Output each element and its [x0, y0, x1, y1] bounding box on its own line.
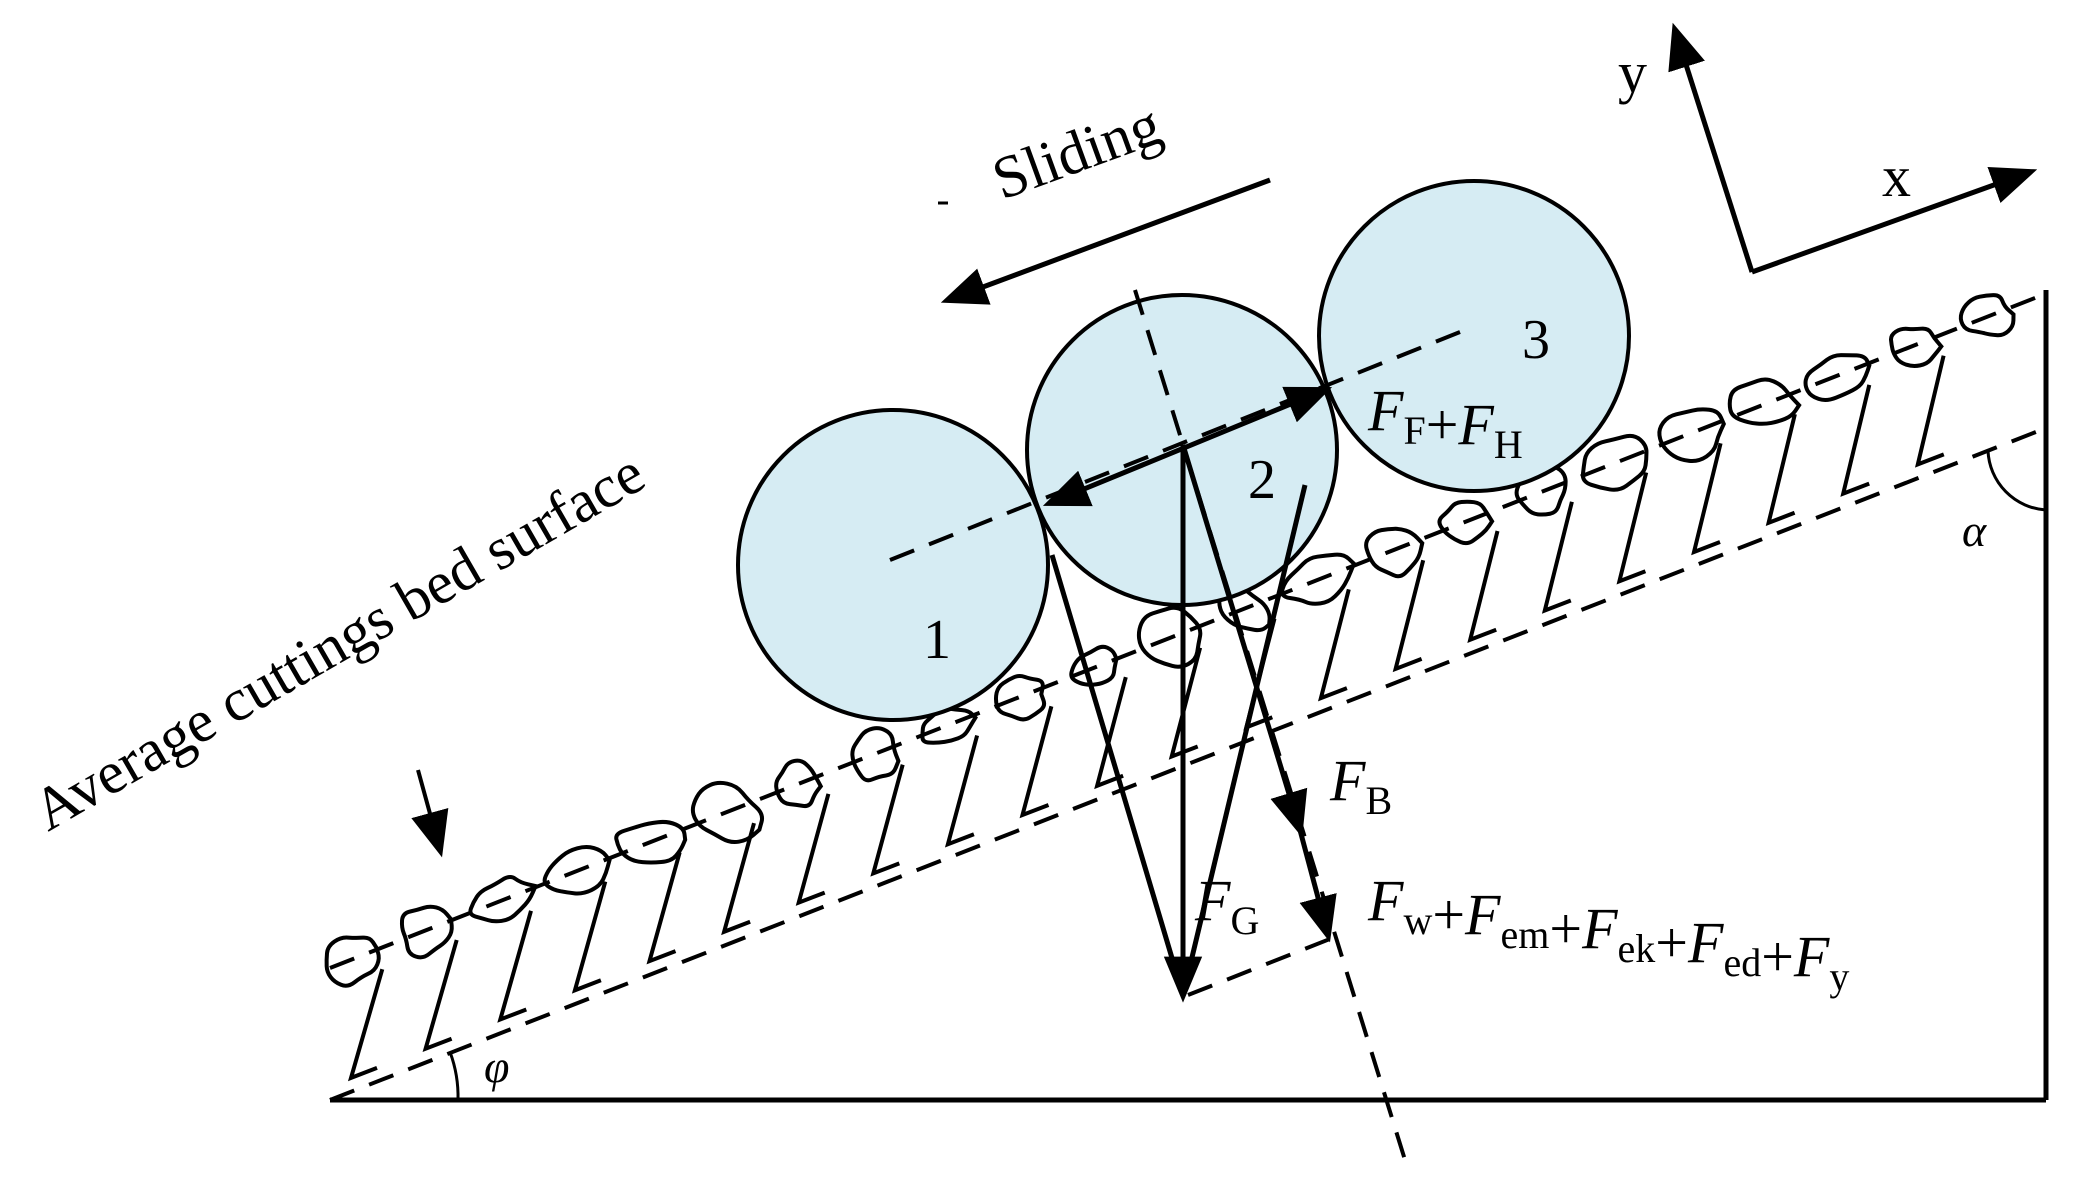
bed-stem — [870, 764, 905, 877]
y-axis — [1668, 22, 1755, 273]
bed-stem — [1691, 442, 1723, 556]
fluid-force-label-symbol: F — [1367, 868, 1404, 933]
fluid-force-label-subscript: ed — [1723, 940, 1761, 985]
cutting-grain — [774, 758, 824, 809]
angle-phi-label: φ — [484, 1041, 509, 1092]
bed-stem — [347, 968, 385, 1082]
sliding-label: Sliding — [984, 91, 1170, 212]
bed-stem — [646, 851, 682, 965]
sliding-arrow — [940, 177, 1271, 305]
force-triangle-side — [1049, 554, 1186, 996]
axis-x-label: x — [1882, 144, 1911, 209]
fluid-force-label-subscript: ek — [1618, 926, 1656, 971]
bed-stem — [721, 822, 756, 936]
contact-force-label-symbol: F — [1367, 378, 1404, 443]
contact-force-label-symbol: F — [1457, 392, 1494, 457]
bed-stem — [944, 734, 980, 848]
bed-stem — [1392, 559, 1426, 673]
angle-phi-arc — [448, 1051, 460, 1101]
bed-stem — [1094, 676, 1128, 790]
bed-stem — [422, 939, 459, 1053]
bed-stem — [1840, 384, 1872, 497]
contact-force-label-operator: + — [1426, 392, 1459, 457]
bed-stem — [1914, 355, 1946, 468]
bed-stem — [571, 881, 608, 994]
bed-stem — [1541, 501, 1574, 614]
fluid-force-arrow — [1297, 829, 1337, 943]
cutting-grain — [1364, 526, 1425, 579]
fluid-force-label-subscript: w — [1403, 898, 1432, 943]
cutting-grain — [324, 935, 381, 988]
gravity-force-label-symbol: F — [1194, 868, 1231, 933]
cutting-grain — [1889, 326, 1944, 368]
angle-alpha-arc — [1986, 450, 2047, 512]
bed-stem — [1467, 530, 1500, 643]
fluid-force-label-operator: + — [1549, 896, 1582, 961]
bed-stem — [1019, 705, 1054, 819]
cutting-grain — [850, 726, 901, 783]
fluid-force-label-symbol: F — [1793, 924, 1830, 989]
buoyancy-force-label-subscript: B — [1365, 778, 1392, 823]
fluid-force-label-symbol: F — [1464, 882, 1501, 947]
bed-surface-pointer-arrow — [411, 769, 449, 858]
gravity-force-label: FG — [1194, 868, 1259, 943]
particle-3 — [1317, 179, 1631, 493]
bed-stem — [1168, 647, 1203, 760]
bed-stem — [1616, 472, 1649, 585]
particle-3-number: 3 — [1522, 309, 1550, 371]
particle-1-number: 1 — [923, 609, 951, 671]
fluid-force-label-subscript: y — [1829, 954, 1849, 999]
bed-stem — [1317, 588, 1351, 702]
contact-force-label-subscript: H — [1494, 422, 1523, 467]
buoyancy-force-arrow — [1180, 444, 1308, 838]
bed-stem — [497, 910, 533, 1023]
contact-force-label-subscript: F — [1403, 408, 1425, 453]
contact-force-label: FF+FH — [1367, 378, 1523, 467]
fluid-force-label-symbol: F — [1581, 896, 1618, 961]
contact-force-arrow — [1042, 386, 1333, 507]
x-axis — [1751, 166, 2038, 275]
force-base-line — [1187, 933, 1341, 997]
particle-1 — [736, 408, 1050, 722]
buoyancy-force-label-symbol: F — [1329, 748, 1366, 813]
cutting-grain — [993, 673, 1047, 722]
fluid-force-label-operator: + — [1655, 910, 1688, 975]
fluid-force-label-operator: + — [1761, 924, 1794, 989]
incline-triangle — [329, 290, 2049, 1103]
fluid-force-label-operator: + — [1432, 882, 1465, 947]
fluid-force-label-symbol: F — [1687, 910, 1724, 975]
gravity-force-label-subscript: G — [1230, 898, 1259, 943]
cutting-grain — [1657, 407, 1727, 464]
bed-surface-label: Average cuttings bed surface — [22, 439, 656, 843]
bed-stem — [795, 793, 831, 906]
cutting-grain — [1727, 377, 1802, 426]
fluid-force-label: Fw+Fem+Fek+Fed+Fy — [1367, 868, 1849, 999]
incline-hypotenuse — [329, 426, 2047, 1102]
bed-surface-line — [329, 294, 2041, 970]
cutting-grain — [1136, 605, 1203, 669]
buoyancy-force-label: FB — [1329, 748, 1392, 823]
coordinate-axes — [1668, 22, 2038, 275]
fluid-force-label-subscript: em — [1500, 912, 1549, 957]
particle-2-number: 2 — [1248, 449, 1276, 511]
cutting-grain — [1580, 433, 1649, 492]
bed-stem — [1765, 413, 1797, 527]
force-triangle-diagonal — [1180, 484, 1308, 996]
angle-alpha-label: α — [1962, 505, 1987, 556]
axis-y-label: y — [1618, 40, 1647, 105]
